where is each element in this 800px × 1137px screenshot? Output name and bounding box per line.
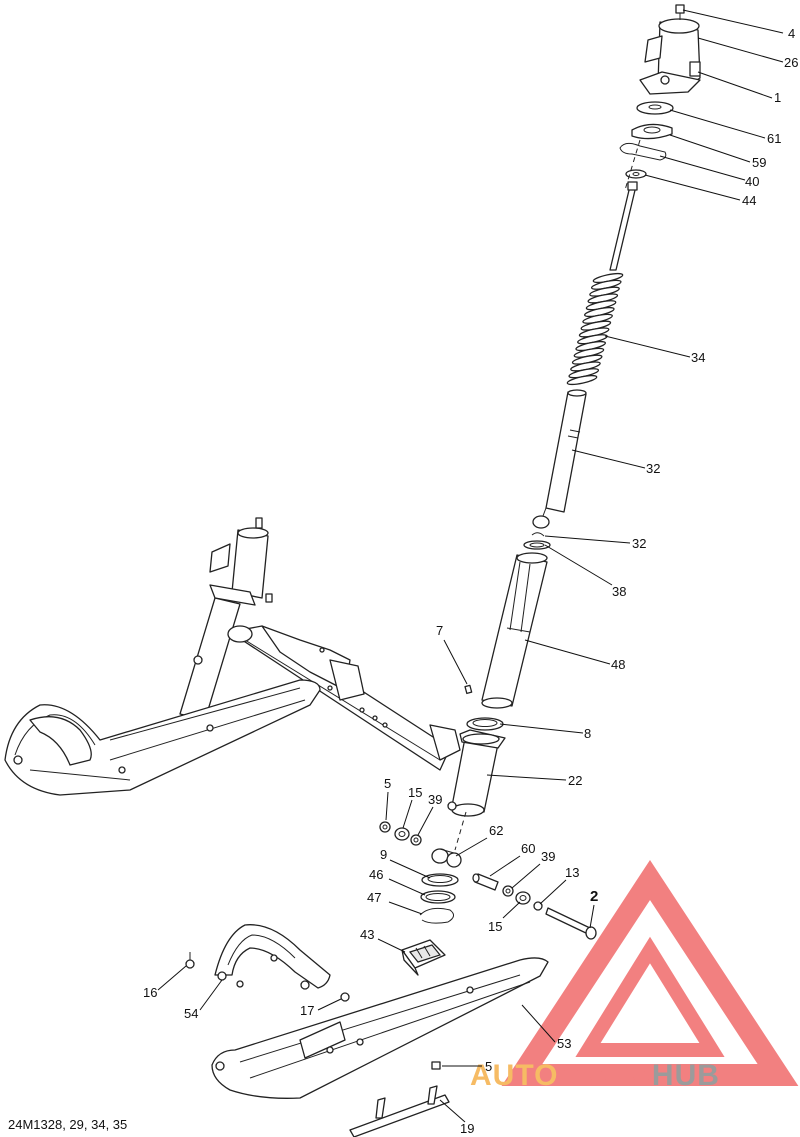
spring-coil <box>566 374 598 386</box>
callout-32-body: 32 <box>646 461 660 476</box>
shock-washer-61 <box>636 101 674 115</box>
bushing-15b <box>515 891 531 905</box>
watermark-triangle-icon <box>501 859 799 1086</box>
callout-43: 43 <box>360 927 374 942</box>
leader-lines <box>157 9 784 1123</box>
washer-39b <box>502 885 514 897</box>
shock-spring-34 <box>566 272 624 386</box>
handle-54 <box>214 924 331 990</box>
callout-5-top: 5 <box>384 776 391 791</box>
shock-retainer-40 <box>619 142 667 161</box>
callout-8: 8 <box>584 726 591 741</box>
outer-tube-48 <box>481 552 548 709</box>
shock-body-32 <box>532 389 587 529</box>
shock-top-cap <box>639 4 701 95</box>
shock-cup-59 <box>631 123 673 140</box>
bolt-16 <box>185 952 195 969</box>
bushing-62 <box>431 848 462 868</box>
circlip-47 <box>419 907 454 924</box>
callout-15-top: 15 <box>408 785 422 800</box>
sleeve-60 <box>472 873 499 891</box>
runner-19 <box>349 1085 450 1137</box>
figure-reference: 24M1328, 29, 34, 35 <box>8 1117 127 1132</box>
watermark-moto: MOTO <box>558 1059 651 1092</box>
callout-5-bottom: 5 <box>485 1059 492 1074</box>
ski-53 <box>211 957 549 1099</box>
callout-19: 19 <box>460 1121 474 1136</box>
watermark-logo: AUTOMOTOHUB <box>470 859 799 1092</box>
callout-62: 62 <box>489 823 503 838</box>
callout-labels: 4 26 1 61 59 40 44 34 32 32 38 7 48 8 22… <box>143 26 798 1136</box>
callout-7: 7 <box>436 623 443 638</box>
callout-39-top: 39 <box>428 792 442 807</box>
callout-54: 54 <box>184 1006 198 1021</box>
nut-5 <box>379 821 391 833</box>
callout-40: 40 <box>745 174 759 189</box>
shock-rod <box>609 181 638 271</box>
callout-13: 13 <box>565 865 579 880</box>
callout-44: 44 <box>742 193 756 208</box>
callout-38: 38 <box>612 584 626 599</box>
shock-washer-44 <box>625 169 647 179</box>
watermark-auto: AUTO <box>470 1059 558 1092</box>
leg-housing-22 <box>447 729 506 817</box>
callout-39-bottom: 39 <box>541 849 555 864</box>
pin-7 <box>464 684 473 695</box>
ring-46 <box>420 890 456 904</box>
callout-2: 2 <box>590 888 598 905</box>
shock-ring-38 <box>523 540 551 550</box>
callout-46: 46 <box>369 867 383 882</box>
assembled-leg-left <box>179 517 273 721</box>
callout-16: 16 <box>143 985 157 1000</box>
callout-17: 17 <box>300 1003 314 1018</box>
ring-9 <box>421 873 459 887</box>
washer-39 <box>410 834 422 846</box>
crossbar-frame <box>227 625 461 771</box>
watermark-hub: HUB <box>652 1059 720 1092</box>
ski-left-assembled <box>4 679 321 796</box>
shock-clip-32 <box>531 532 545 537</box>
bolt-2 <box>545 907 597 940</box>
callout-59: 59 <box>752 155 766 170</box>
callout-32-clip: 32 <box>632 536 646 551</box>
wear-pad-43 <box>401 939 446 976</box>
bushing-15 <box>394 827 410 841</box>
callout-4: 4 <box>788 26 795 41</box>
callout-47: 47 <box>367 890 381 905</box>
nut-5b <box>431 1061 441 1070</box>
bolt-17 <box>236 954 350 1002</box>
callout-9: 9 <box>380 847 387 862</box>
callout-15-bottom: 15 <box>488 919 502 934</box>
callout-22: 22 <box>568 773 582 788</box>
callout-1: 1 <box>774 90 781 105</box>
svg-text:AUTOMOTOHUB: AUTOMOTOHUB <box>470 1059 720 1092</box>
callout-26: 26 <box>784 55 798 70</box>
callout-61: 61 <box>767 131 781 146</box>
callout-34: 34 <box>691 350 705 365</box>
callout-48: 48 <box>611 657 625 672</box>
ring-8 <box>466 717 504 731</box>
callout-60: 60 <box>521 841 535 856</box>
callout-53: 53 <box>557 1036 571 1051</box>
